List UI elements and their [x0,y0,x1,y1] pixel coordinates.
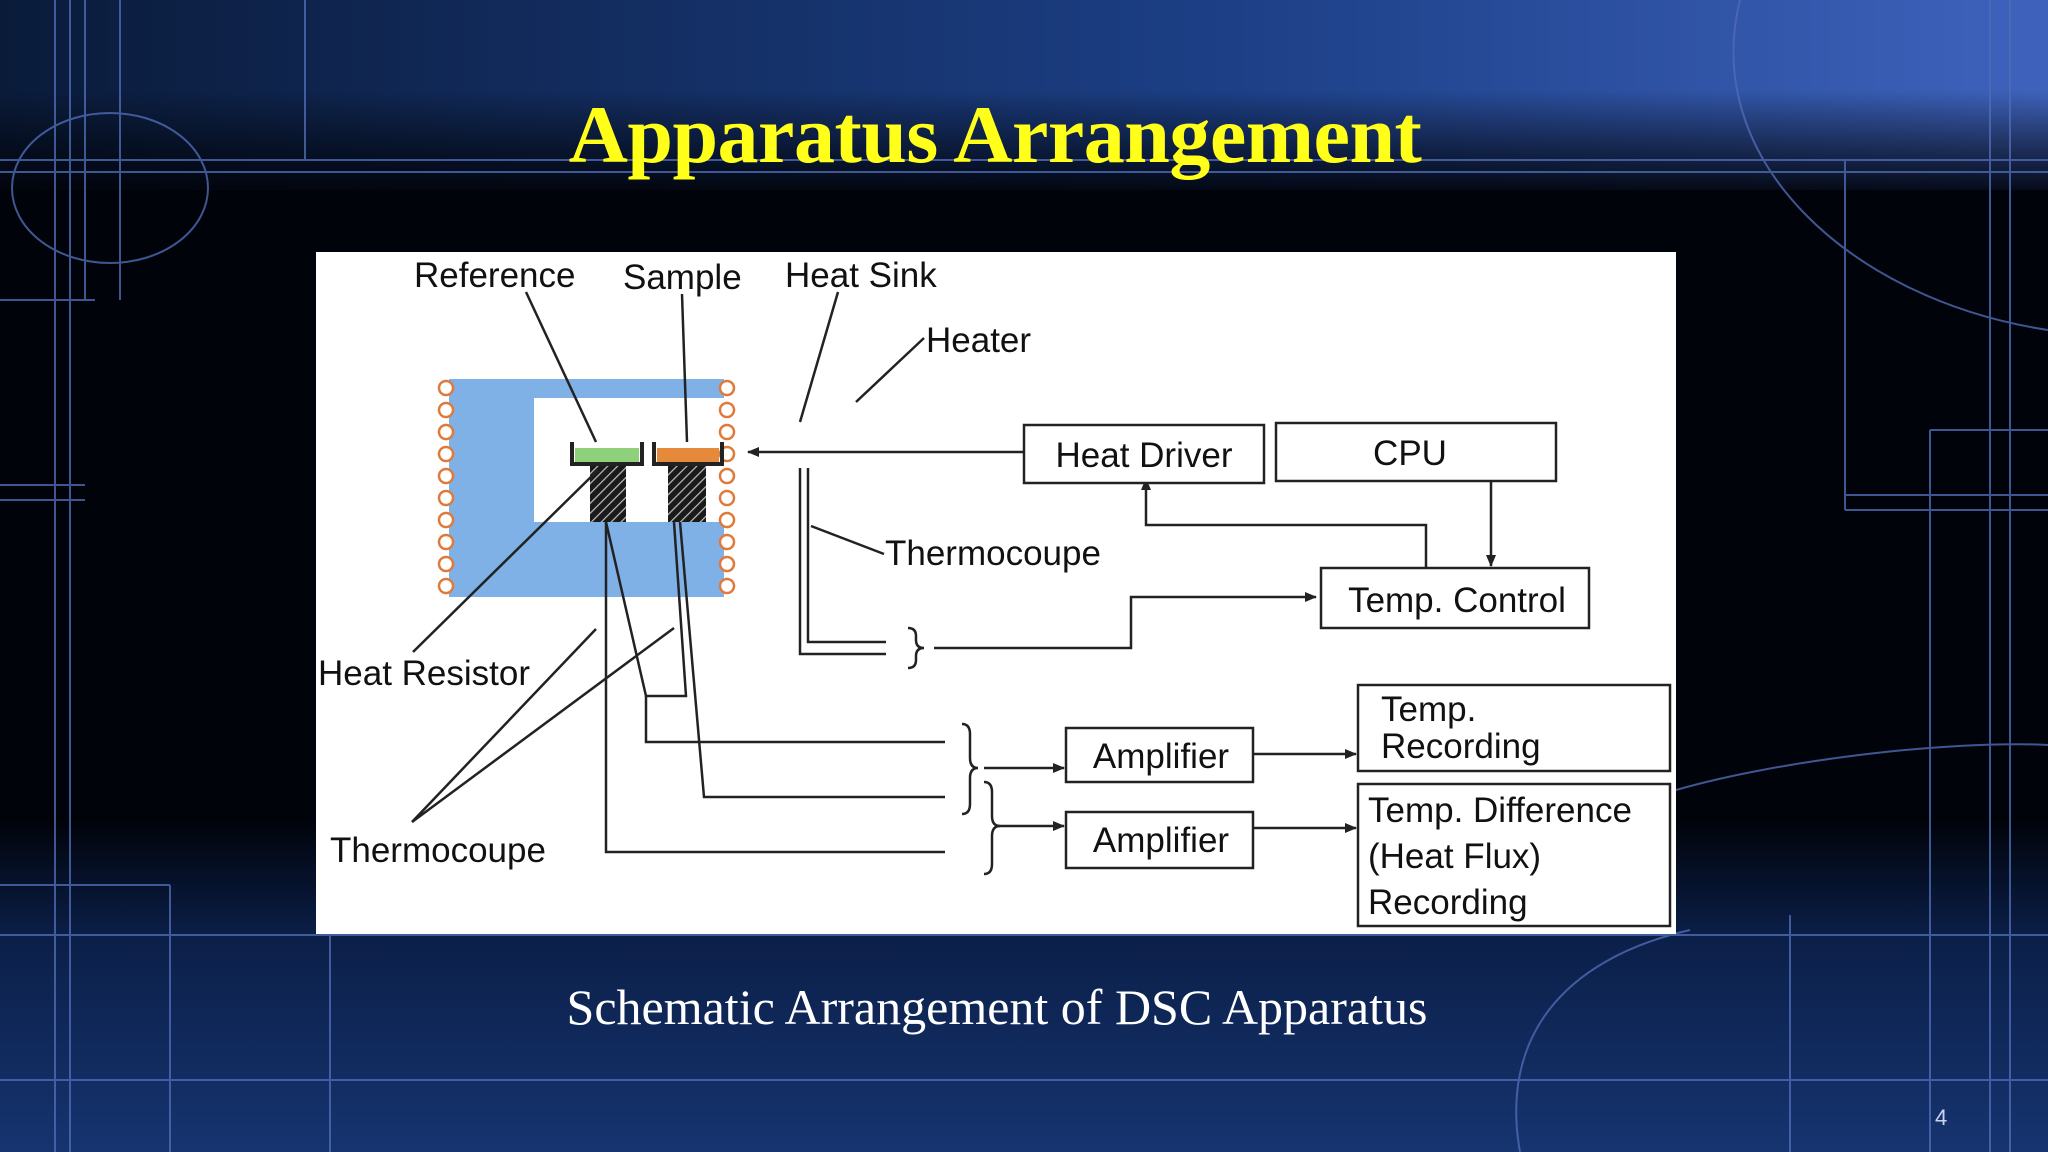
temp-control-box: Temp. Control [1319,566,1591,630]
cpu-box: CPU [1274,421,1558,483]
amplifier-box-2: Amplifier [1064,810,1255,870]
thermocouple-label-top: Thermocoupe [885,534,1101,573]
temp-recording-line1: Temp. [1381,690,1476,729]
sample-pan [652,442,724,522]
dsc-schematic-figure: Reference Sample Heat Sink Heater Thermo… [316,252,1676,934]
sample-label: Sample [623,258,742,297]
thermocouple-label-bottom: Thermocoupe [330,831,546,870]
slide-title: Apparatus Arrangement [568,89,1422,180]
heat-flux-recording-line3: Recording [1368,883,1528,922]
reference-pan [570,442,644,522]
signal-braces [907,626,1001,876]
amplifier-box-1: Amplifier [1064,726,1255,784]
heat-driver-box: Heat Driver [1022,423,1266,485]
heater-coils-right [718,379,736,595]
amplifier-1-label: Amplifier [1093,737,1229,776]
temp-recording-line2: Recording [1381,727,1541,766]
heat-sink-label: Heat Sink [785,256,937,295]
heat-driver-label: Heat Driver [1056,436,1233,475]
temp-recording-box: Temp. Recording [1356,683,1672,773]
heat-flux-recording-box: Temp. Difference (Heat Flux) Recording [1356,782,1672,928]
heater-coils-left [437,379,455,595]
temp-control-label: Temp. Control [1348,581,1566,620]
amplifier-2-label: Amplifier [1093,821,1229,860]
slide-page-number: 4 [1935,1105,1948,1130]
heat-resistor-label: Heat Resistor [318,654,530,693]
reference-label: Reference [414,256,575,295]
wiring-lines [411,291,1496,854]
figure-caption: Schematic Arrangement of DSC Apparatus [566,979,1428,1035]
heat-flux-recording-line2: (Heat Flux) [1368,837,1541,876]
dsc-schematic-diagram: Reference Sample Heat Sink Heater Thermo… [318,256,1672,928]
cpu-label: CPU [1373,434,1447,473]
heater-label: Heater [926,321,1031,360]
heat-flux-recording-line1: Temp. Difference [1368,791,1632,830]
